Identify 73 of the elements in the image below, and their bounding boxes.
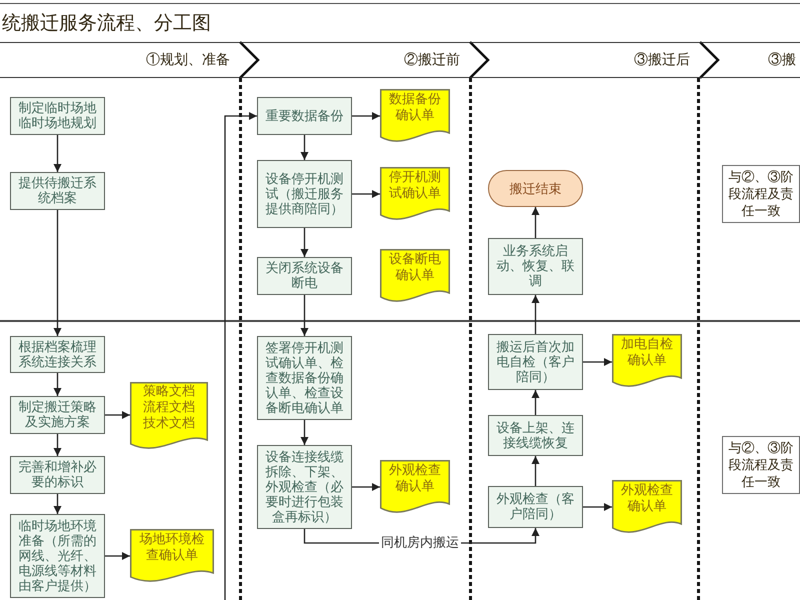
step-text: 设备上架、连接线缆恢复 <box>496 420 576 450</box>
process-box <box>10 396 105 434</box>
step-text: 制定临时场地临时场地规划 <box>18 101 98 131</box>
flow-arrow <box>352 483 380 491</box>
flow-arrow <box>54 494 62 514</box>
phase-title: ①规划、准备 <box>146 51 230 69</box>
step-text: 重要数据备份 <box>266 108 344 124</box>
process-box <box>488 238 583 295</box>
document-text: 停开机测试确认单 <box>388 170 442 202</box>
phase-title: ②搬迁前 <box>404 51 460 69</box>
process-box <box>10 456 105 494</box>
step-text: 搬运后首次加电自检（客户陪同） <box>496 340 576 384</box>
document-text: 场地环境检查确认单 <box>138 532 206 564</box>
process-box <box>488 334 583 390</box>
flow-arrow <box>532 207 540 238</box>
note-text: 与②、③阶段流程及责任一致 <box>728 168 794 220</box>
flow-arrow <box>54 373 62 396</box>
document-text: 设备断电确认单 <box>388 252 442 284</box>
process-box <box>488 486 583 528</box>
flow-arrow <box>583 503 612 511</box>
document-text: 加电自检确认单 <box>620 337 674 369</box>
flow-arrow <box>105 411 130 419</box>
note-text: 与②、③阶段流程及责任一致 <box>728 440 794 490</box>
end-terminal <box>488 170 583 207</box>
flow-arrow <box>300 295 308 336</box>
document-text: 数据备份确认单 <box>388 92 442 124</box>
step-text: 外观检查（客户陪同） <box>496 492 576 522</box>
process-box <box>257 97 352 135</box>
step-text: 提供待搬迁系统档案 <box>18 176 98 206</box>
document-text: 外观检查确认单 <box>620 483 674 515</box>
step-text: 设备连接线缆拆除、下架、外观检查（必要时进行包装盒再标识） <box>264 450 344 524</box>
step-text: 完善和增补必要的标识 <box>18 460 98 490</box>
step-text: 签署停开机测试确认单、检查数据备份确认单、检查设备断电确认单 <box>264 340 344 416</box>
flow-arrow <box>224 112 257 600</box>
flow-arrow <box>532 390 540 415</box>
flow-arrow <box>54 210 62 336</box>
flow-arrow <box>54 434 62 456</box>
flow-arrow <box>583 358 612 366</box>
step-text: 业务系统启动、恢复、联调 <box>496 244 576 289</box>
step-text: 根据档案梳理系统连接关系 <box>18 340 98 370</box>
flow-arrow <box>352 190 380 198</box>
flow-arrow <box>54 135 62 172</box>
flow-arrow <box>300 420 308 445</box>
process-box <box>10 172 105 210</box>
terminal-text: 搬迁结束 <box>510 180 562 198</box>
diagram-title: 统搬迁服务流程、分工图 <box>2 11 211 36</box>
phase-title: ③搬迁后 <box>634 51 690 69</box>
flow-arrow <box>105 552 130 560</box>
process-box <box>257 336 352 420</box>
document-text: 流程文档 <box>143 400 195 416</box>
document-text: 外观检查确认单 <box>388 463 442 495</box>
process-box <box>257 257 352 295</box>
document-text: 策略文档 <box>143 384 195 400</box>
edge-label: 同机房内搬运 <box>379 536 461 550</box>
process-box <box>257 445 352 529</box>
flow-arrow <box>300 228 308 257</box>
process-box <box>10 336 105 373</box>
flow-arrow <box>532 456 540 486</box>
document-text: 技术文档 <box>143 416 195 432</box>
process-box <box>10 514 105 598</box>
step-text: 关闭系统设备断电 <box>264 261 344 291</box>
note-box <box>722 165 800 223</box>
flow-arrow <box>352 112 380 120</box>
flow-arrow <box>300 135 308 160</box>
flow-arrow <box>532 295 540 334</box>
step-text: 临时场地环境准备（所需的网线、光纤、电源线等材料由客户提供） <box>18 518 98 594</box>
process-box <box>10 97 105 135</box>
step-text: 制定搬迁策略及实施方案 <box>18 400 98 430</box>
step-text: 设备停开机测试（搬迁服务提供商陪同） <box>264 172 344 216</box>
phase-title: ③搬 <box>768 51 796 69</box>
process-box <box>257 160 352 228</box>
process-box <box>488 415 583 456</box>
note-box <box>722 436 800 494</box>
